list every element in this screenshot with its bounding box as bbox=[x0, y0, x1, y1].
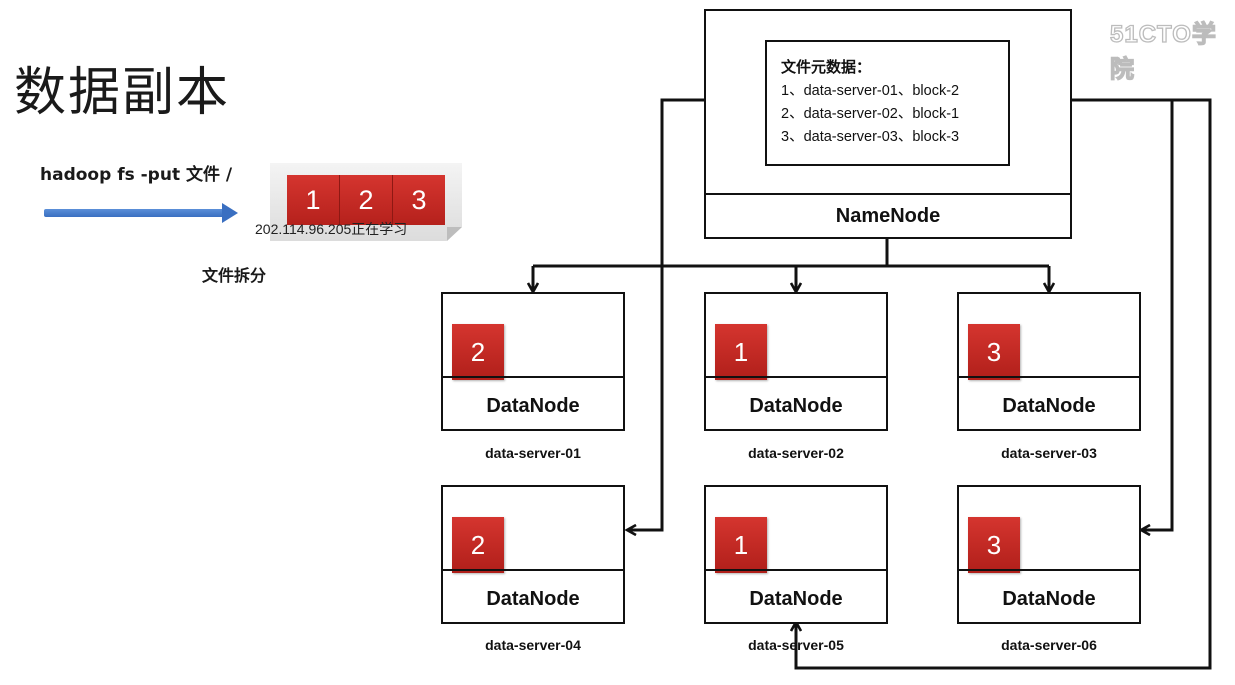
viewer-watermark: 202.114.96.205正在学习 bbox=[255, 221, 408, 237]
datanode-divider bbox=[443, 569, 623, 571]
brand-watermark: 51CTO学院 bbox=[1109, 20, 1217, 83]
server-label: data-server-05 bbox=[748, 637, 844, 653]
datanode-divider bbox=[959, 376, 1139, 378]
datanode-box: 3 DataNode bbox=[957, 292, 1141, 431]
connector-to-server-05 bbox=[796, 98, 1212, 670]
file-block: 2 bbox=[340, 175, 393, 225]
datanode-label: DataNode bbox=[1002, 395, 1096, 417]
command-text: hadoop fs -put 文件 / bbox=[40, 165, 233, 185]
data-block: 3 bbox=[968, 324, 1020, 380]
datanode-divider bbox=[443, 376, 623, 378]
metadata-line: 1、data-server-01、block-2 bbox=[781, 83, 960, 99]
datanode-box: 3 DataNode bbox=[957, 485, 1141, 624]
upload-arrowhead-icon bbox=[222, 203, 238, 223]
metadata-line: 2、data-server-02、block-1 bbox=[781, 106, 960, 122]
upload-arrow-icon bbox=[44, 209, 226, 217]
datanode-label: DataNode bbox=[1002, 588, 1096, 610]
server-label: data-server-04 bbox=[485, 637, 581, 653]
server-label: data-server-02 bbox=[748, 445, 844, 461]
connector-to-server-04 bbox=[628, 98, 704, 530]
datanode-label: DataNode bbox=[749, 588, 843, 610]
file-block: 1 bbox=[287, 175, 340, 225]
data-block: 2 bbox=[452, 517, 504, 573]
datanode-box: 2 DataNode bbox=[441, 485, 625, 624]
metadata-line: 3、data-server-03、block-3 bbox=[781, 129, 960, 145]
datanode-label: DataNode bbox=[749, 395, 843, 417]
metadata-title: 文件元数据： bbox=[781, 58, 872, 76]
datanode-label: DataNode bbox=[486, 588, 580, 610]
server-label: data-server-01 bbox=[485, 445, 581, 461]
file-block: 3 bbox=[393, 175, 445, 225]
datanode-divider bbox=[959, 569, 1139, 571]
split-label: 文件拆分 bbox=[202, 266, 267, 285]
data-block: 2 bbox=[452, 324, 504, 380]
metadata-panel: 文件元数据： 1、data-server-01、block-2 2、data-s… bbox=[765, 40, 1010, 166]
server-label: data-server-06 bbox=[1001, 637, 1097, 653]
data-block: 3 bbox=[968, 517, 1020, 573]
data-block: 1 bbox=[715, 517, 767, 573]
datanode-divider bbox=[706, 376, 886, 378]
datanode-box: 1 DataNode bbox=[704, 485, 888, 624]
datanode-box: 1 DataNode bbox=[704, 292, 888, 431]
connector-to-server-06 bbox=[1072, 98, 1174, 530]
namenode-label: NameNode bbox=[835, 205, 941, 227]
file-block-strip: 1 2 3 bbox=[287, 175, 445, 225]
server-label: data-server-03 bbox=[1001, 445, 1097, 461]
datanode-box: 2 DataNode bbox=[441, 292, 625, 431]
data-block: 1 bbox=[715, 324, 767, 380]
namenode-box: 文件元数据： 1、data-server-01、block-2 2、data-s… bbox=[704, 9, 1072, 239]
namenode-divider bbox=[706, 193, 1070, 195]
datanode-divider bbox=[706, 569, 886, 571]
datanode-label: DataNode bbox=[486, 395, 580, 417]
page-title: 数据副本 bbox=[14, 63, 231, 123]
